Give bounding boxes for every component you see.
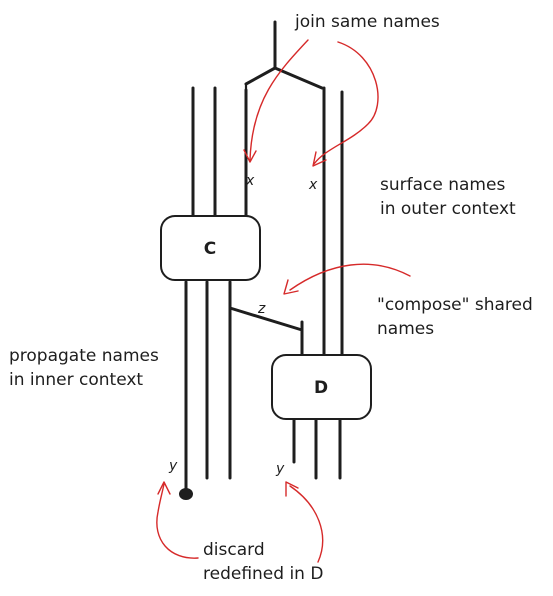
wires-into-c [191,86,248,220]
join-junction [244,20,324,94]
note-discard-2: redefined in D [203,564,323,584]
discard-dot [179,488,193,500]
z-wire [228,306,304,358]
box-d-label: D [314,378,328,398]
box-c-label: C [204,239,216,259]
note-propagate-1: propagate names [9,346,159,366]
arrow-compose-z [289,263,411,291]
note-surface-1: surface names [380,175,505,195]
note-propagate-2: in inner context [9,370,143,390]
arrow-redefined-y [289,485,324,563]
box-c: C [160,215,261,281]
var-x-right: x [308,177,318,193]
note-surface-2: in outer context [380,199,516,219]
var-x-left: x [245,173,255,189]
wires-out-of-d [292,418,342,480]
box-d: D [271,354,372,420]
var-y-right: y [275,461,285,477]
arrow-join-right [313,41,379,165]
note-discard-1: discard [203,540,265,560]
var-z: z [257,301,266,317]
var-y-left: y [168,458,178,474]
wires-into-d [322,86,344,358]
arrow-join-left [249,39,309,161]
annotation-arrows [156,39,411,563]
wires-out-of-c [184,280,232,494]
note-compose-2: names [377,319,434,339]
note-join: join same names [294,12,440,32]
note-compose-1: "compose" shared [377,295,533,315]
arrow-discard-y [156,483,199,559]
